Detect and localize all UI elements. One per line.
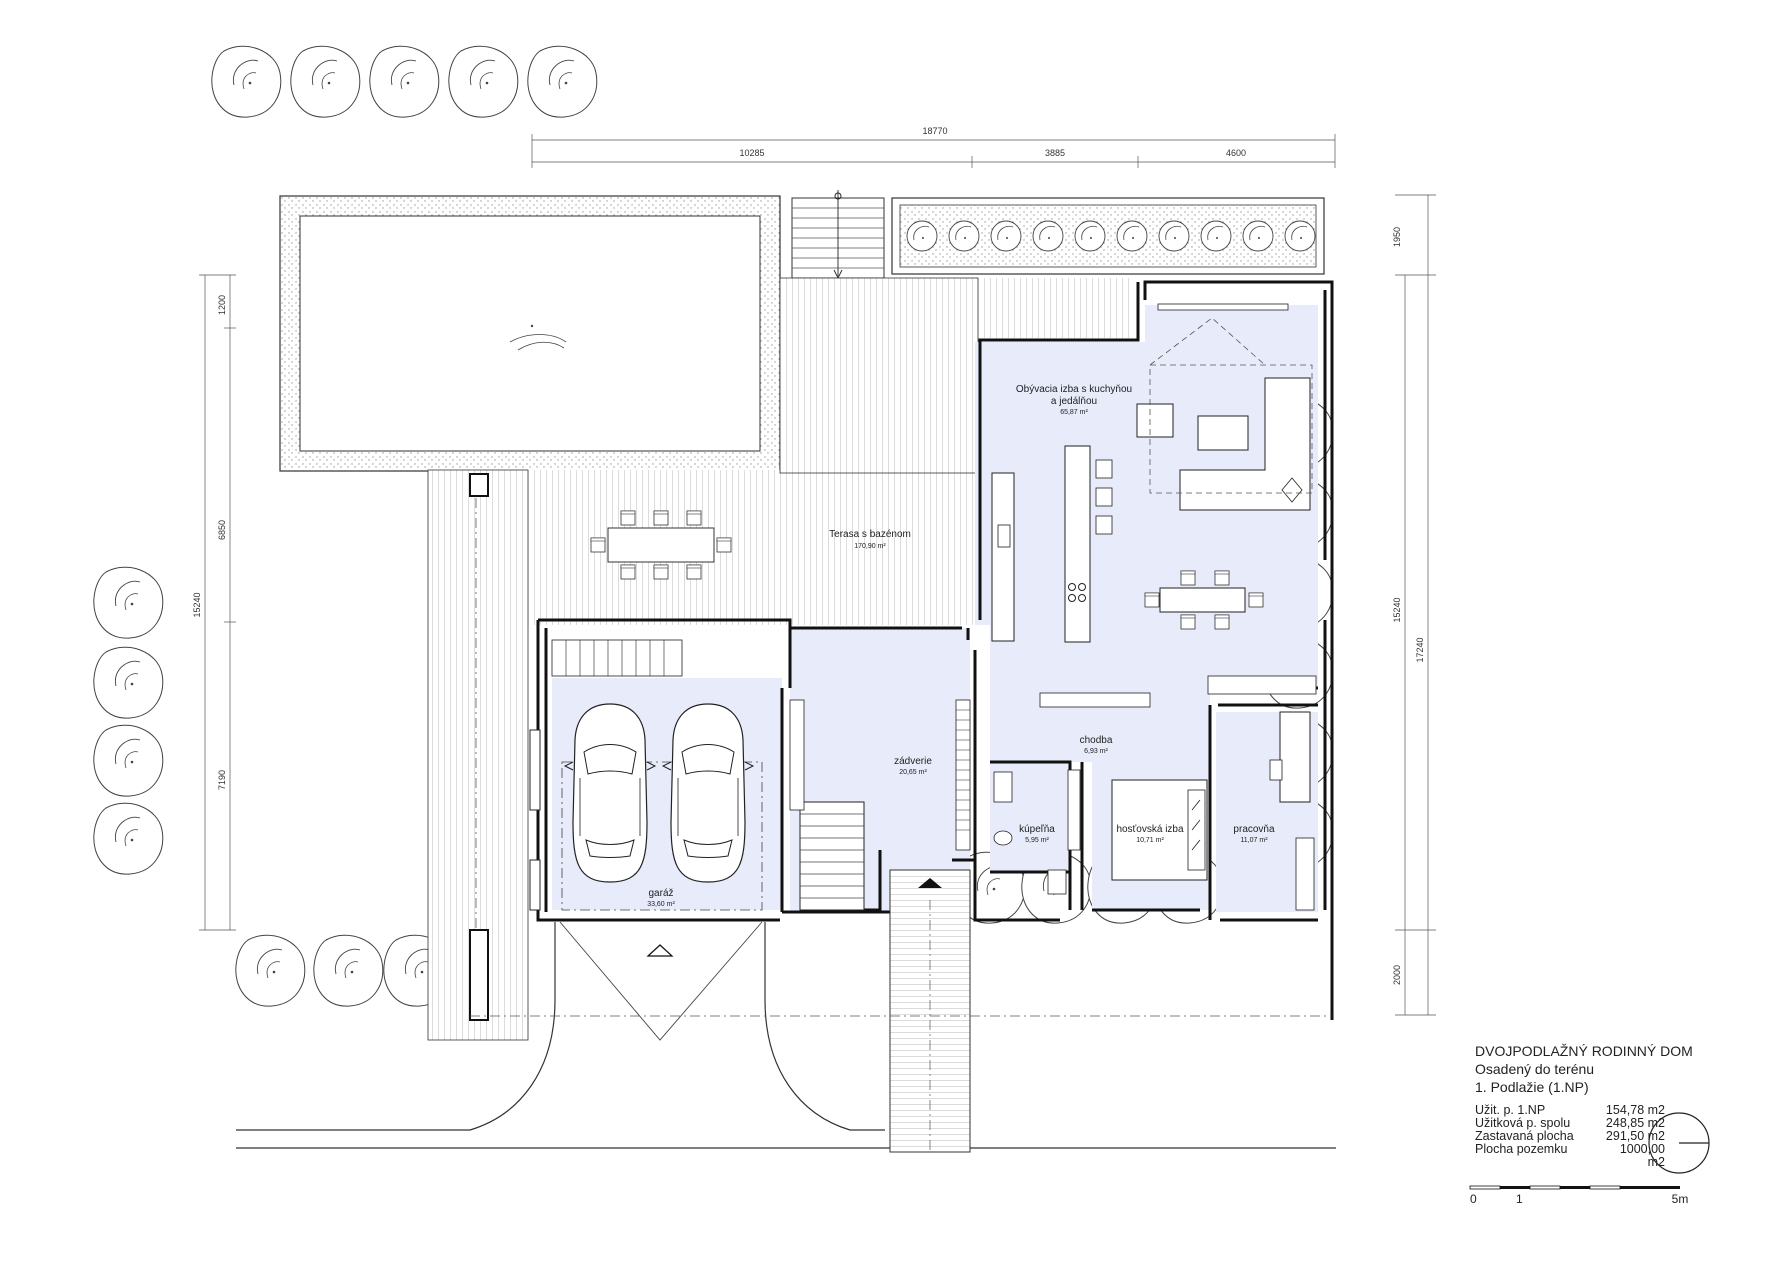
stat-label: Užit. p. 1.NP xyxy=(1475,1103,1546,1117)
stat-label: Zastavaná plocha xyxy=(1475,1129,1574,1143)
dimensions xyxy=(199,134,1436,1016)
dim-top-2: 3885 xyxy=(1045,148,1065,158)
living-area: 65,87 m² xyxy=(1060,409,1088,416)
pool xyxy=(279,195,781,472)
hall-area: 6,93 m² xyxy=(1084,748,1108,755)
inner-stairs xyxy=(789,699,865,911)
garden-steps xyxy=(791,190,885,280)
trees-top xyxy=(211,45,598,118)
stat-row: Zastavaná plocha 291,50 m2 xyxy=(1475,1130,1693,1143)
driveway xyxy=(236,869,1336,1153)
trees-bottom-left xyxy=(235,934,454,1007)
room-labels: Obývacia izba s kuchyňou a jedálňou 65,8… xyxy=(647,384,1275,908)
dim-right-total: 17240 xyxy=(1415,637,1425,662)
stat-row: Plocha pozemku 1000,00 m2 xyxy=(1475,1143,1693,1169)
walls xyxy=(536,280,1334,1020)
stat-value: 1000,00 m2 xyxy=(1619,1142,1665,1169)
hall-label: chodba xyxy=(1080,735,1113,746)
entry-area: 20,65 m² xyxy=(899,769,927,776)
scale-bar: 0 1 5m xyxy=(1469,1185,1689,1206)
guest-area: 10,71 m² xyxy=(1136,837,1164,844)
planter-top xyxy=(891,197,1325,275)
guest-label: hosťovská izba xyxy=(1116,824,1184,835)
garage-label: garáž xyxy=(648,888,673,899)
drawing-subtitle: Osadený do terénu xyxy=(1475,1061,1595,1077)
stat-row: Užit. p. 1.NP 154,78 m2 xyxy=(1475,1104,1693,1117)
scale-end: 5m xyxy=(1672,1192,1689,1206)
title-block: DVOJPODLAŽNÝ RODINNÝ DOM Osadený do teré… xyxy=(1475,1042,1693,1169)
dim-top-3: 4600 xyxy=(1226,148,1246,158)
study-label: pracovňa xyxy=(1233,824,1275,835)
terrace-label: Terasa s bazénom xyxy=(829,529,911,540)
dim-left-total: 15240 xyxy=(192,592,202,617)
dim-left-2: 6850 xyxy=(217,520,227,540)
terrace-table xyxy=(590,510,732,580)
terrace-area: 170,90 m² xyxy=(854,543,886,550)
dim-left-3: 7190 xyxy=(217,770,227,790)
stat-row: Užitková p. spolu 248,85 m2 xyxy=(1475,1117,1693,1130)
floor-name: 1. Podlažie (1.NP) xyxy=(1475,1079,1589,1095)
living-label-1: Obývacia izba s kuchyňou xyxy=(1016,384,1132,395)
bath-area: 5,95 m² xyxy=(1025,837,1049,844)
kitchen-furniture xyxy=(955,303,1317,851)
dim-top-1: 10285 xyxy=(739,148,764,158)
dim-top-total: 18770 xyxy=(922,126,947,136)
scale-start: 0 xyxy=(1470,1192,1477,1206)
stat-value: 248,85 m2 xyxy=(1605,1116,1665,1130)
stat-value: 154,78 m2 xyxy=(1605,1103,1665,1117)
dim-right-2: 15240 xyxy=(1392,597,1402,622)
scale-one: 1 xyxy=(1516,1192,1523,1206)
north-arrow-icon xyxy=(1648,1112,1710,1174)
garage-area: 33,60 m² xyxy=(647,901,675,908)
study-area: 11,07 m² xyxy=(1240,837,1268,844)
stat-label: Užitková p. spolu xyxy=(1475,1116,1571,1130)
garage-cars xyxy=(529,639,763,911)
stat-value: 291,50 m2 xyxy=(1605,1129,1665,1143)
private-rooms-furniture xyxy=(993,711,1315,911)
trees-left xyxy=(93,566,164,875)
area-stats: Užit. p. 1.NP 154,78 m2 Užitková p. spolu… xyxy=(1475,1104,1693,1169)
drawing-title: DVOJPODLAŽNÝ RODINNÝ DOM xyxy=(1475,1043,1693,1059)
stat-label: Plocha pozemku xyxy=(1475,1142,1568,1156)
bath-label: kúpeľňa xyxy=(1019,824,1055,835)
entry-label: zádverie xyxy=(894,756,932,767)
dimension-labels: 18770 10285 3885 4600 15240 1200 6850 71… xyxy=(192,126,1425,985)
dim-right-1: 1950 xyxy=(1392,227,1402,247)
living-label-2: a jedálňou xyxy=(1051,396,1097,407)
terrace-deck xyxy=(427,277,1133,1041)
dim-left-1: 1200 xyxy=(217,295,227,315)
dim-right-3: 2000 xyxy=(1392,965,1402,985)
